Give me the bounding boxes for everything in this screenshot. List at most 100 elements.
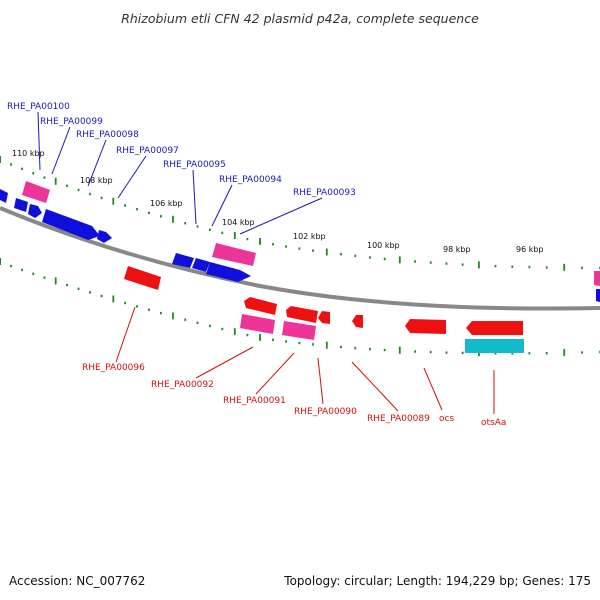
scale-tick: [184, 222, 187, 225]
scale-tick: [429, 261, 432, 264]
scale-tick: [0, 156, 1, 163]
reverse-leaders: [115, 306, 495, 414]
scale-tick: [461, 351, 464, 355]
scale-tick: [66, 184, 68, 188]
gene-label[interactable]: RHE_PA00091: [223, 396, 286, 406]
reverse-gene-arrow[interactable]: [466, 321, 523, 335]
scale-tick: [445, 262, 448, 265]
scale-tick: [246, 237, 249, 241]
scale-tick: [325, 248, 328, 256]
forward-gene-arrow[interactable]: [192, 258, 210, 272]
gene-label[interactable]: RHE_PA00096: [82, 363, 145, 373]
accession-text: Accession: NC_007762: [9, 574, 145, 588]
gene-label[interactable]: RHE_PA00094: [219, 175, 282, 185]
scale-tick: [581, 351, 583, 354]
scale-tick: [89, 291, 91, 294]
forward-rna-block[interactable]: [22, 181, 50, 203]
scale-tick: [184, 318, 187, 321]
scale-label: 108 kbp: [80, 176, 113, 185]
scale-tick: [196, 225, 199, 228]
forward-gene-arrow[interactable]: [14, 198, 28, 212]
scale-tick: [511, 265, 514, 268]
forward-gene-arrow[interactable]: [172, 253, 194, 268]
scale-tick: [581, 266, 583, 270]
scale-tick: [233, 328, 236, 336]
scale-tick: [209, 324, 211, 328]
reverse-rna-block[interactable]: [240, 314, 275, 334]
scale-tick: [545, 266, 548, 269]
scale-tick: [312, 249, 314, 252]
scale-tick: [77, 287, 80, 290]
scale-tick: [100, 196, 103, 200]
scale-tick: [209, 228, 211, 231]
forward-leaders: [37, 111, 323, 235]
forward-gene-arrow[interactable]: [42, 209, 100, 240]
scale-tick: [563, 348, 566, 356]
forward-features: [0, 181, 600, 302]
scale-tick: [494, 352, 497, 355]
gene-label[interactable]: RHE_PA00089: [367, 414, 430, 424]
reverse-gene-arrow[interactable]: [318, 311, 330, 324]
gene-label[interactable]: RHE_PA00097: [116, 146, 179, 156]
scale-tick: [354, 254, 357, 258]
gene-label[interactable]: RHE_PA00093: [293, 188, 356, 198]
gene-label[interactable]: RHE_PA00099: [40, 117, 103, 127]
gene-label[interactable]: RHE_PA00092: [151, 380, 214, 390]
reverse-other-block[interactable]: [465, 339, 524, 353]
scale-tick: [221, 327, 224, 331]
gene-label[interactable]: RHE_PA00098: [76, 130, 139, 140]
scale-tick: [10, 163, 12, 166]
reverse-gene-arrow[interactable]: [124, 266, 161, 290]
reverse-rna-block[interactable]: [282, 321, 316, 340]
scale-tick: [172, 312, 174, 320]
scale-tick: [272, 338, 274, 341]
scale-tick: [0, 258, 1, 265]
scale-tick: [429, 350, 432, 354]
scale-tick: [272, 243, 274, 246]
gene-label[interactable]: RHE_PA00095: [163, 160, 226, 170]
gene-label[interactable]: ocs: [439, 414, 454, 424]
reverse-gene-arrow[interactable]: [286, 306, 318, 323]
plasmid-backbone: [0, 206, 600, 311]
scale-tick: [298, 341, 301, 345]
scale-tick: [478, 261, 480, 269]
scale-label: 102 kbp: [293, 232, 326, 241]
reverse-gene-arrow[interactable]: [405, 319, 446, 334]
forward-gene-arrow[interactable]: [97, 230, 112, 243]
scale-tick: [32, 272, 35, 275]
forward-gene-arrow[interactable]: [28, 204, 42, 218]
scale-tick: [528, 352, 531, 355]
scale-tick: [511, 352, 514, 355]
scale-tick: [545, 352, 548, 355]
scale-tick: [285, 245, 287, 248]
reverse-gene-arrow[interactable]: [352, 315, 363, 328]
scale-tick: [43, 176, 46, 179]
forward-rna-block[interactable]: [594, 271, 600, 286]
scale-tick: [172, 215, 174, 223]
scale-tick: [89, 192, 91, 196]
forward-gene-arrow[interactable]: [0, 189, 8, 203]
scale-tick: [383, 348, 386, 352]
forward-gene-labels: RHE_PA00100 RHE_PA00099 RHE_PA00098 RHE_…: [7, 102, 356, 198]
scale-tick: [354, 346, 357, 350]
scale-tick: [259, 334, 261, 341]
scale-tick: [233, 232, 236, 239]
scale-tick: [398, 256, 401, 264]
reverse-gene-arrow[interactable]: [244, 297, 277, 315]
scale-tick: [136, 305, 138, 308]
forward-gene-arrow[interactable]: [206, 262, 251, 282]
scale-tick: [398, 346, 401, 354]
scale-tick: [414, 260, 416, 263]
gene-label[interactable]: RHE_PA00090: [294, 407, 357, 417]
scale-label: 100 kbp: [367, 241, 400, 250]
scale-tick: [340, 345, 342, 349]
forward-gene-arrow[interactable]: [596, 289, 600, 302]
scale-tick: [100, 294, 103, 298]
forward-rna-block[interactable]: [212, 243, 256, 266]
gene-label[interactable]: otsAa: [481, 418, 506, 428]
scale-tick: [124, 301, 126, 305]
scale-tick: [10, 264, 12, 268]
scale-label: 110 kbp: [12, 149, 45, 158]
reverse-features: [124, 266, 524, 353]
gene-label[interactable]: RHE_PA00100: [7, 102, 70, 112]
